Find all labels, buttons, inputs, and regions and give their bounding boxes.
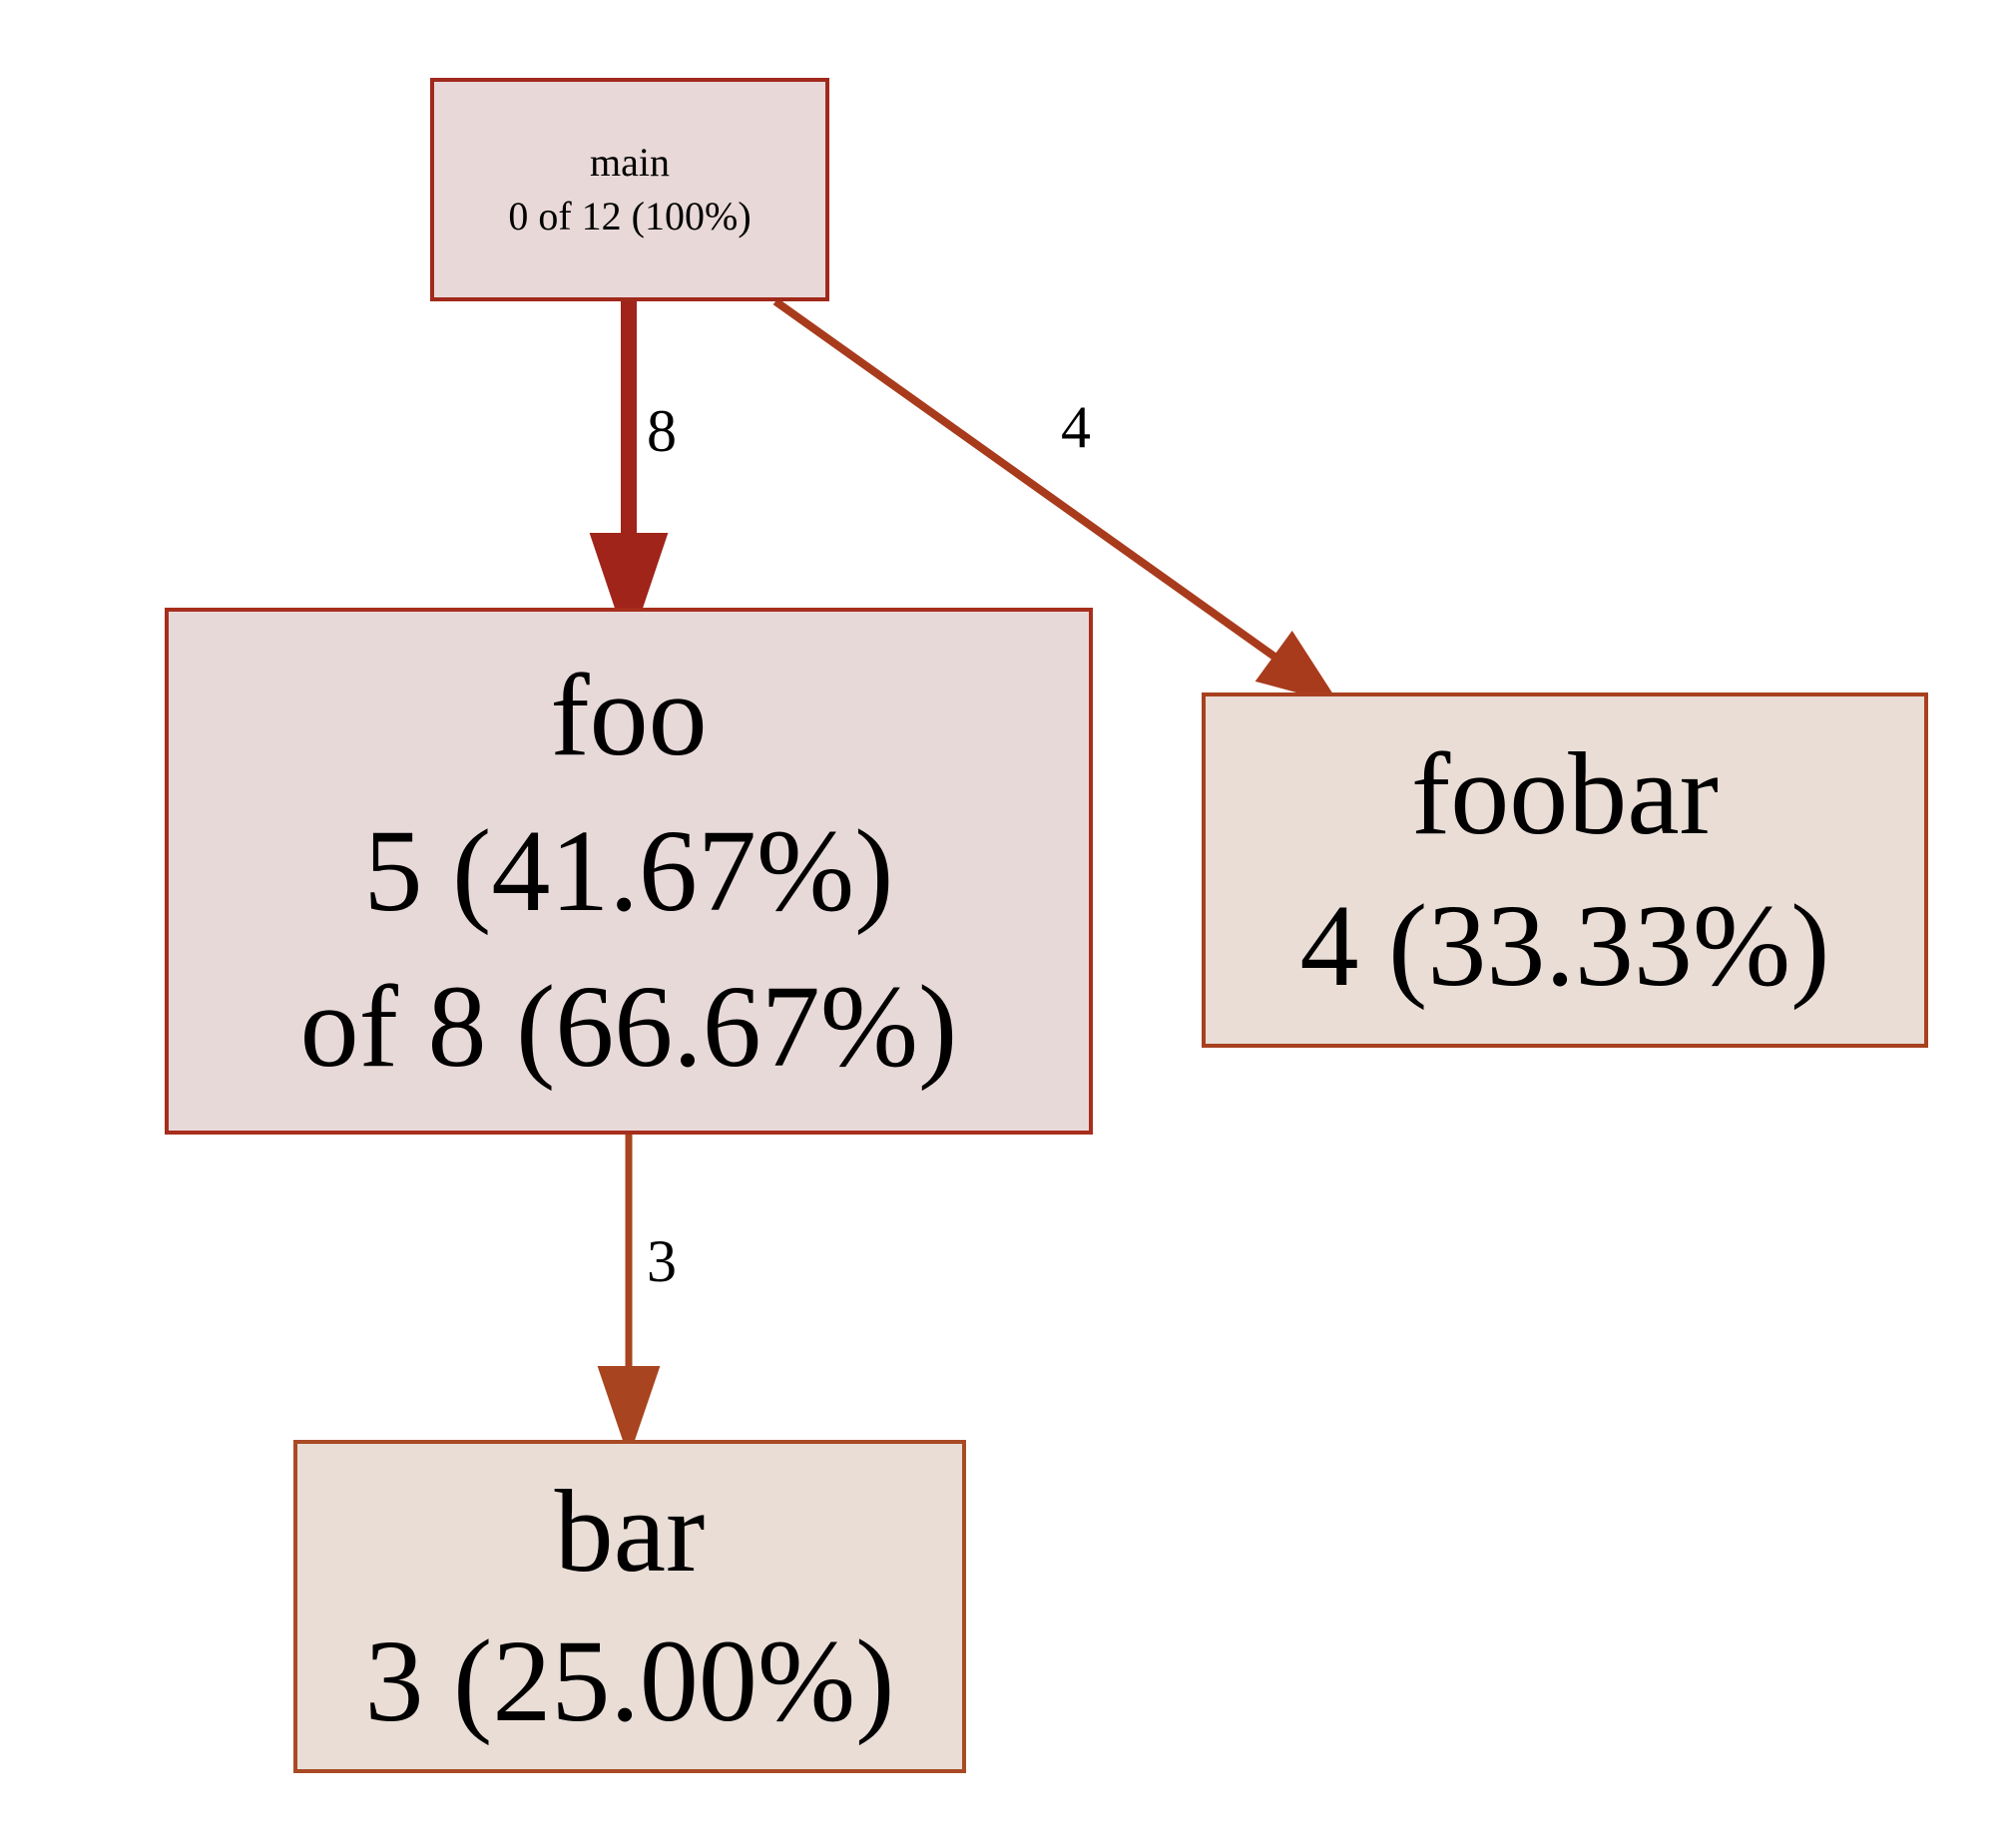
node-foobar[interactable]: foobar 4 (33.33%): [1202, 692, 1928, 1048]
node-box: [165, 608, 1093, 1135]
node-name: foo: [550, 650, 707, 780]
node-detail: of 8 (66.67%): [300, 961, 958, 1092]
edge-label: 4: [1061, 394, 1091, 460]
node-bar[interactable]: bar 3 (25.00%): [293, 1440, 966, 1773]
arrowhead-icon: [597, 1366, 661, 1459]
node-detail: 5 (41.67%): [364, 805, 894, 936]
node-detail: 4 (33.33%): [1300, 880, 1830, 1011]
node-main[interactable]: main 0 of 12 (100%): [430, 78, 829, 301]
node-foo[interactable]: foo 5 (41.67%) of 8 (66.67%): [165, 608, 1093, 1135]
arrowhead-icon: [589, 533, 669, 651]
node-name: bar: [555, 1466, 706, 1597]
edge-line: [772, 297, 1277, 661]
edge-main-to-foo: 8: [589, 299, 677, 651]
node-name: main: [590, 140, 670, 185]
edge-main-to-foobar: 4: [772, 297, 1340, 704]
edges-layer: 8 4 3: [589, 297, 1340, 1459]
node-name: foobar: [1411, 728, 1719, 859]
edge-foo-to-bar: 3: [597, 1133, 677, 1459]
node-detail: 3 (25.00%): [365, 1615, 895, 1746]
node-box: [293, 1440, 966, 1773]
edge-label: 8: [647, 398, 677, 464]
node-box: [430, 78, 829, 301]
arrowhead-icon: [1255, 631, 1340, 704]
nodes-layer: main 0 of 12 (100%) foo 5 (41.67%) of 8 (66.…: [165, 78, 1928, 1773]
node-detail: 0 of 12 (100%): [508, 194, 751, 238]
node-box: [1202, 692, 1928, 1048]
edge-label: 3: [647, 1228, 677, 1294]
